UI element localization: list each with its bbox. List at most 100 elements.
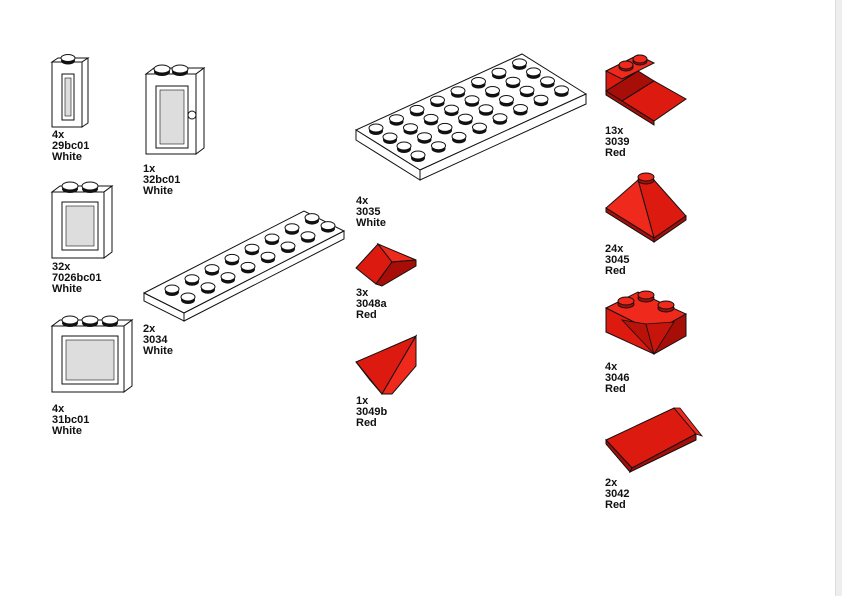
stud-top <box>224 253 240 263</box>
quantity: 2x <box>605 477 618 489</box>
part-3035-label: 4x 3035 White <box>356 196 386 229</box>
stud-top <box>417 132 432 142</box>
part-3042-label: 2x 3042 Red <box>605 478 629 511</box>
stud-top <box>471 77 486 86</box>
part-number: 7026bc01 <box>52 272 102 284</box>
part-3048a-label: 3x 3048a Red <box>356 288 387 321</box>
quantity: 3x <box>356 287 369 299</box>
part-3045-label: 24x 3045 Red <box>605 244 629 277</box>
part-3034-image <box>142 210 346 322</box>
stud-top <box>554 85 569 95</box>
part-32bc01-image <box>144 64 206 155</box>
stud-top <box>458 113 473 123</box>
stud-top <box>423 113 439 123</box>
stud-top <box>304 213 320 223</box>
vertical-scrollbar[interactable] <box>835 0 842 596</box>
part-color: Red <box>605 499 626 511</box>
stud-top <box>244 243 260 253</box>
stud-top <box>382 132 398 142</box>
part-color: White <box>52 425 82 437</box>
stud-top <box>491 67 507 77</box>
stud-top <box>437 122 453 132</box>
part-number: 29bc01 <box>52 140 90 152</box>
stud-top <box>526 67 541 77</box>
stud-top <box>396 141 412 151</box>
part-color: Red <box>605 383 626 395</box>
stud-top <box>478 104 494 114</box>
part-number: 3045 <box>605 254 630 266</box>
stud-top <box>403 123 418 133</box>
part-number: 3035 <box>356 206 381 218</box>
part-number: 3048a <box>356 298 387 310</box>
part-29bc01-image <box>50 54 90 128</box>
stud-top <box>204 264 220 274</box>
part-3045-image <box>605 172 687 243</box>
stud-top <box>505 76 521 86</box>
stud-top <box>280 241 296 251</box>
part-number: 3039 <box>605 136 630 148</box>
stud-top <box>368 123 384 133</box>
quantity: 2x <box>143 323 156 335</box>
stud-top <box>451 131 467 141</box>
stud-top <box>540 76 555 86</box>
part-number: 3034 <box>143 334 168 346</box>
quantity: 4x <box>356 195 369 207</box>
quantity: 4x <box>605 361 618 373</box>
part-color: White <box>143 185 173 197</box>
stud-top <box>519 85 535 95</box>
stud-top <box>444 104 459 114</box>
quantity: 1x <box>143 163 156 175</box>
part-color: White <box>52 151 82 163</box>
part-color: White <box>52 283 82 295</box>
part-number: 3046 <box>605 372 630 384</box>
stud-top <box>184 274 200 284</box>
part-color: Red <box>605 265 626 277</box>
part-3048a-image <box>355 242 417 287</box>
stud-top <box>464 95 480 105</box>
part-3042-image <box>605 407 704 474</box>
part-3034-label: 2x 3034 White <box>143 324 173 357</box>
part-7026bc01-label: 32x 7026bc01 White <box>52 262 102 295</box>
part-7026bc01-image <box>50 181 114 259</box>
part-color: Red <box>356 309 377 321</box>
stud-top <box>485 86 500 95</box>
stud-top <box>220 272 236 282</box>
stud-top <box>499 95 514 104</box>
stud-top <box>260 251 276 261</box>
stud-top <box>431 141 446 151</box>
part-3035-image <box>354 53 588 181</box>
part-3039-image <box>604 54 687 126</box>
stud-top <box>284 223 300 233</box>
part-color: White <box>356 217 386 229</box>
stud-top <box>430 95 445 105</box>
stud-top <box>410 150 426 160</box>
part-3039-label: 13x 3039 Red <box>605 126 629 159</box>
part-number: 3042 <box>605 488 630 500</box>
stud-top <box>300 231 316 241</box>
stud-top <box>200 282 216 292</box>
stud-top <box>240 261 256 271</box>
part-3046-label: 4x 3046 Red <box>605 362 629 395</box>
stud-top <box>513 104 528 113</box>
part-3046-image <box>604 290 688 355</box>
quantity: 1x <box>356 395 369 407</box>
part-number: 31bc01 <box>52 414 90 426</box>
stud-top <box>180 292 196 302</box>
stud-top <box>409 104 425 114</box>
part-3049b-label: 1x 3049b Red <box>356 396 387 429</box>
stud-top <box>492 113 508 123</box>
part-color: Red <box>605 147 626 159</box>
stud-top <box>450 86 466 96</box>
part-29bc01-label: 4x 29bc01 White <box>52 130 89 163</box>
stud-top <box>533 94 549 104</box>
stud-top <box>512 58 527 68</box>
part-color: Red <box>356 417 377 429</box>
stud-top <box>164 284 180 294</box>
quantity: 4x <box>52 129 65 141</box>
stud-top <box>389 114 404 124</box>
quantity: 24x <box>605 243 624 255</box>
part-32bc01-label: 1x 32bc01 White <box>143 164 180 197</box>
stud-top <box>472 122 487 132</box>
quantity: 32x <box>52 261 71 273</box>
